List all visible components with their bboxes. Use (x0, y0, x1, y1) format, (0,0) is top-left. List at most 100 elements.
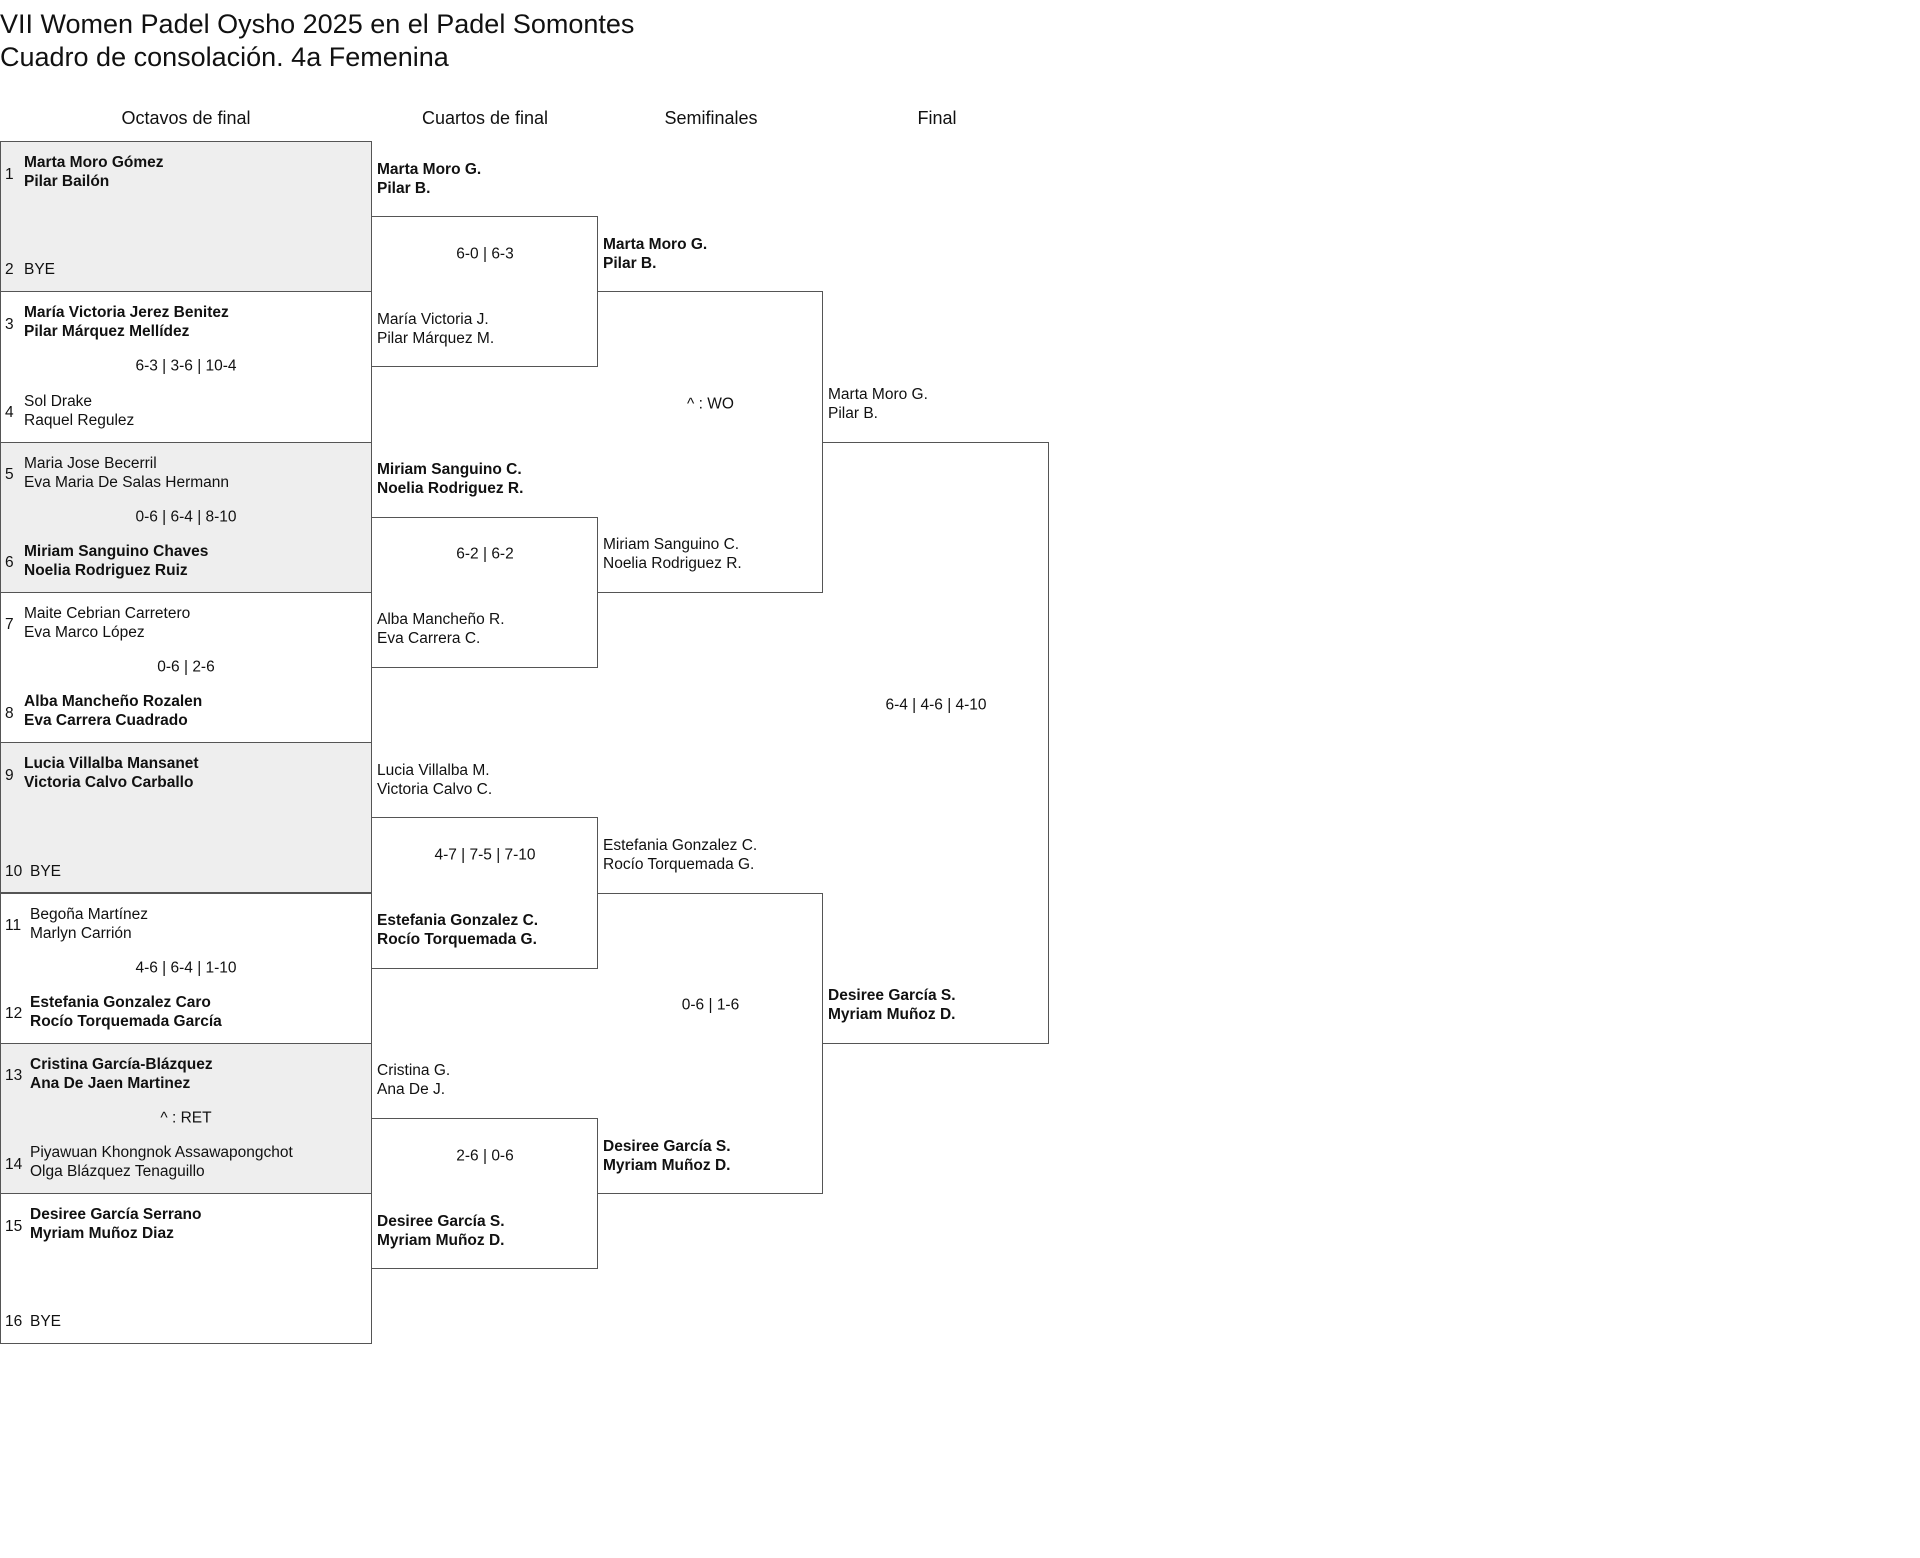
seed-number: 13 (5, 1067, 23, 1085)
team-player-name: Myriam Muñoz D. (603, 1156, 731, 1174)
match-box-octavos[interactable] (0, 141, 372, 293)
player-name: Alba Mancheño Rozalen (24, 693, 203, 711)
player-name: Raquel Regulez (24, 411, 135, 429)
team-player-name: Pilar B. (377, 179, 431, 197)
team-player-name: Eva Carrera C. (377, 630, 481, 648)
match-score: 0-6 | 1-6 (681, 996, 740, 1014)
match-score: 0-6 | 6-4 | 8-10 (135, 508, 237, 526)
player-name: Estefania Gonzalez Caro (30, 993, 211, 1011)
match-box-octavos[interactable] (0, 441, 372, 593)
seed-number: 8 (5, 704, 14, 722)
draw-subtitle: Cuadro de consolación. 4a Femenina (0, 42, 449, 72)
bracket-connector (598, 892, 823, 1195)
player-name: Cristina García-Blázquez (30, 1055, 213, 1073)
match-score: ^ : WO (687, 395, 734, 413)
seed-number: 5 (5, 466, 14, 484)
seed-number: 6 (5, 554, 14, 572)
player-name: BYE (30, 862, 62, 880)
player-name: Desiree García Serrano (30, 1206, 202, 1224)
match-score: 6-4 | 4-6 | 4-10 (885, 696, 987, 714)
player-name: Noelia Rodriguez Ruiz (24, 561, 188, 579)
seed-number: 1 (5, 165, 14, 183)
player-name: Marlyn Carrión (30, 924, 132, 942)
team-player-name: Rocío Torquemada G. (603, 855, 755, 873)
team-player-name: Marta Moro G. (377, 160, 482, 178)
seed-number: 9 (5, 766, 14, 784)
match-box-octavos[interactable] (0, 1042, 372, 1195)
team-player-name: Victoria Calvo C. (377, 780, 493, 798)
player-name: BYE (30, 1313, 62, 1331)
team-player-name: Noelia Rodriguez R. (377, 480, 524, 498)
player-name: Marta Moro Gómez (24, 154, 164, 171)
tournament-title: VII Women Padel Oysho 2025 en el Padel S… (0, 9, 635, 39)
seed-number: 12 (5, 1005, 23, 1023)
player-name: Piyawuan Khongnok Assawapongchot (30, 1144, 293, 1162)
player-name: Ana De Jaen Martinez (30, 1074, 191, 1092)
team-player-name: Miriam Sanguino C. (603, 536, 740, 554)
player-name: Eva Carrera Cuadrado (24, 712, 188, 730)
bracket-connector (823, 441, 1049, 1044)
bracket-connector (598, 291, 823, 593)
team-player-name: Desiree García S. (828, 987, 956, 1005)
player-name: María Victoria Jerez Benitez (24, 304, 229, 322)
team-player-name: Marta Moro G. (828, 386, 928, 404)
round-header-semifinales: Semifinales (664, 108, 758, 128)
team-player-name: Alba Mancheño R. (377, 611, 505, 629)
match-box-octavos[interactable] (0, 1193, 372, 1345)
player-name: Olga Blázquez Tenaguillo (30, 1163, 205, 1181)
round-header-octavos: Octavos de final (121, 108, 251, 128)
team-player-name: Desiree García S. (603, 1137, 731, 1155)
player-name: Pilar Márquez Mellídez (24, 323, 190, 341)
team-player-name: Pilar B. (828, 405, 878, 423)
seed-number: 4 (5, 404, 14, 422)
team-player-name: Myriam Muñoz D. (828, 1006, 956, 1024)
team-player-name: Desiree García S. (377, 1212, 505, 1230)
player-name: Eva Maria De Salas Hermann (24, 473, 230, 491)
seed-number: 2 (5, 261, 14, 279)
seed-number: 16 (5, 1313, 23, 1331)
team-player-name: Pilar Márquez M. (377, 329, 495, 347)
match-score: 6-2 | 6-2 (456, 545, 514, 563)
team-player-name: Miriam Sanguino C. (377, 461, 522, 479)
match-score: 4-6 | 6-4 | 1-10 (135, 959, 237, 977)
team-player-name: Rocío Torquemada G. (377, 931, 537, 949)
player-name: Begoña Martínez (30, 905, 149, 923)
player-name: Miriam Sanguino Chaves (24, 542, 209, 560)
player-name: Maite Cebrian Carretero (24, 604, 191, 622)
bracket-connector (372, 1117, 598, 1270)
bracket-connector (372, 516, 598, 669)
seed-number: 15 (5, 1217, 23, 1235)
seed-number: 14 (5, 1155, 23, 1173)
seed-number: 3 (5, 315, 14, 333)
seed-number: 10 (5, 862, 23, 880)
team-player-name: Estefania Gonzalez C. (377, 912, 539, 930)
match-score: ^ : RET (160, 1109, 212, 1127)
match-score: 6-0 | 6-3 (456, 245, 514, 263)
bracket-connector (372, 817, 598, 969)
team-player-name: Lucia Villalba M. (377, 761, 490, 779)
player-name: Sol Drake (24, 392, 93, 410)
seed-number: 7 (5, 616, 14, 634)
team-player-name: Estefania Gonzalez C. (603, 836, 758, 854)
team-player-name: Cristina G. (377, 1062, 451, 1080)
match-score: 6-3 | 3-6 | 10-4 (135, 357, 237, 375)
player-name: Victoria Calvo Carballo (24, 774, 194, 792)
player-name: Eva Marco López (24, 623, 145, 641)
player-name: BYE (24, 261, 56, 279)
match-box-octavos[interactable] (0, 742, 372, 894)
player-name: Lucia Villalba Mansanet (24, 755, 199, 773)
team-player-name: Myriam Muñoz D. (377, 1231, 505, 1249)
round-header-final: Final (917, 108, 957, 128)
team-player-name: Pilar B. (603, 254, 657, 272)
match-score: 2-6 | 0-6 (456, 1147, 514, 1165)
player-name: Myriam Muñoz Diaz (30, 1225, 174, 1243)
player-name: Pilar Bailón (24, 173, 110, 190)
player-name: Maria Jose Becerril (24, 454, 157, 472)
player-name: Rocío Torquemada García (30, 1012, 222, 1030)
match-score: 4-7 | 7-5 | 7-10 (434, 846, 536, 864)
team-player-name: Ana De J. (377, 1081, 446, 1099)
bracket-connector (372, 216, 598, 368)
match-score: 0-6 | 2-6 (157, 658, 215, 676)
round-header-cuartos: Cuartos de final (421, 108, 549, 128)
team-player-name: Marta Moro G. (603, 235, 708, 253)
